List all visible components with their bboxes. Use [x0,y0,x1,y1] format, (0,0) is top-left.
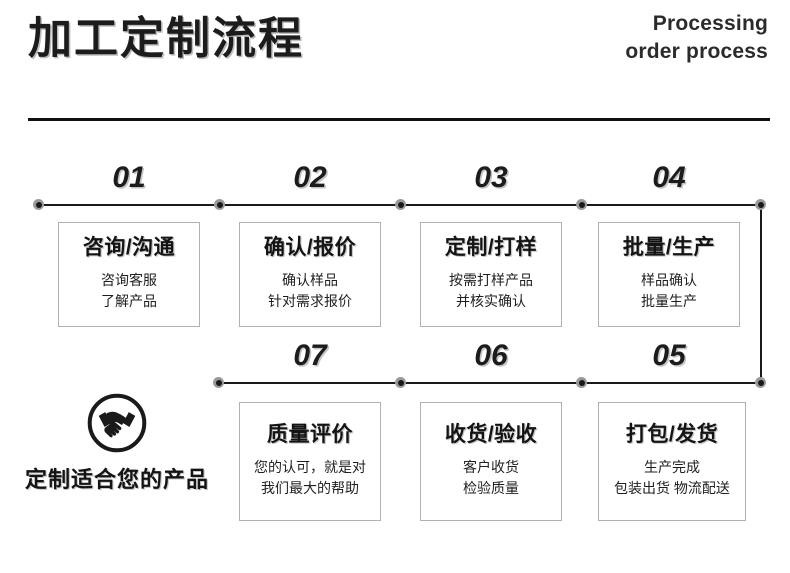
step-card-03-title: 定制/打样 [444,236,538,260]
step-card-05[interactable]: 打包/发货 生产完成 包装出货 物流配送 [598,402,746,521]
step-card-03-line-1: 按需打样产品 [449,271,533,288]
step-number-03: 03 [474,161,508,194]
flow-node-dot-start [33,199,44,210]
step-number-02: 02 [293,161,327,194]
step-card-04-line-2: 批量生产 [641,292,697,309]
step-card-02-line-2: 针对需求报价 [268,292,352,309]
flow-node-dot-06-05 [576,377,587,388]
header-divider [28,118,770,121]
step-card-06-line-2: 检验质量 [463,479,519,496]
flow-node-dot-row2-start [213,377,224,388]
step-card-02[interactable]: 确认/报价 确认样品 针对需求报价 [239,222,381,327]
step-card-05-title: 打包/发货 [625,423,719,447]
flow-rail-row2 [218,382,762,384]
step-card-01[interactable]: 咨询/沟通 咨询客服 了解产品 [58,222,200,327]
step-card-01-title: 咨询/沟通 [82,236,176,260]
step-card-05-line-2: 包装出货 物流配送 [614,479,730,496]
step-card-01-line-1: 咨询客服 [101,271,157,288]
subtitle-line-1: Processing [652,12,768,35]
flow-rail-connector-right [760,204,762,384]
step-card-07[interactable]: 质量评价 您的认可，就是对 我们最大的帮助 [239,402,381,521]
step-card-01-line-2: 了解产品 [101,292,157,309]
step-card-07-line-2: 我们最大的帮助 [261,479,359,496]
flow-node-dot-row2-end [755,377,766,388]
step-card-02-title: 确认/报价 [263,236,357,260]
flow-node-dot-01-02 [214,199,225,210]
flow-node-dot-07-06 [395,377,406,388]
step-card-03-line-2: 并核实确认 [456,292,526,309]
step-card-06[interactable]: 收货/验收 客户收货 检验质量 [420,402,562,521]
step-card-04-line-1: 样品确认 [641,271,697,288]
page-title: 加工定制流程 [28,14,304,63]
step-card-06-line-1: 客户收货 [463,458,519,475]
step-card-06-title: 收货/验收 [444,423,538,447]
step-number-05: 05 [652,339,686,372]
brand-block: 定制适合您的产品 [8,392,226,494]
step-number-07: 07 [293,339,327,372]
step-card-03[interactable]: 定制/打样 按需打样产品 并核实确认 [420,222,562,327]
handshake-icon [87,393,147,453]
step-number-01: 01 [112,161,146,194]
step-card-07-line-1: 您的认可，就是对 [254,458,366,475]
subtitle-line-2: order process [625,40,768,64]
step-card-04-title: 批量/生产 [622,236,716,260]
brand-caption: 定制适合您的产品 [24,467,209,492]
step-card-05-line-1: 生产完成 [644,458,700,475]
step-card-02-line-1: 确认样品 [282,271,338,288]
step-card-07-title: 质量评价 [267,423,353,447]
step-number-04: 04 [652,161,686,194]
step-card-04[interactable]: 批量/生产 样品确认 批量生产 [598,222,740,327]
step-number-06: 06 [474,339,508,372]
flow-node-dot-02-03 [395,199,406,210]
header: 加工定制流程 Processing order process [0,0,790,96]
subtitle-english: Processing order process [625,10,768,67]
flow-node-dot-corner-right [755,199,766,210]
flow-node-dot-03-04 [576,199,587,210]
